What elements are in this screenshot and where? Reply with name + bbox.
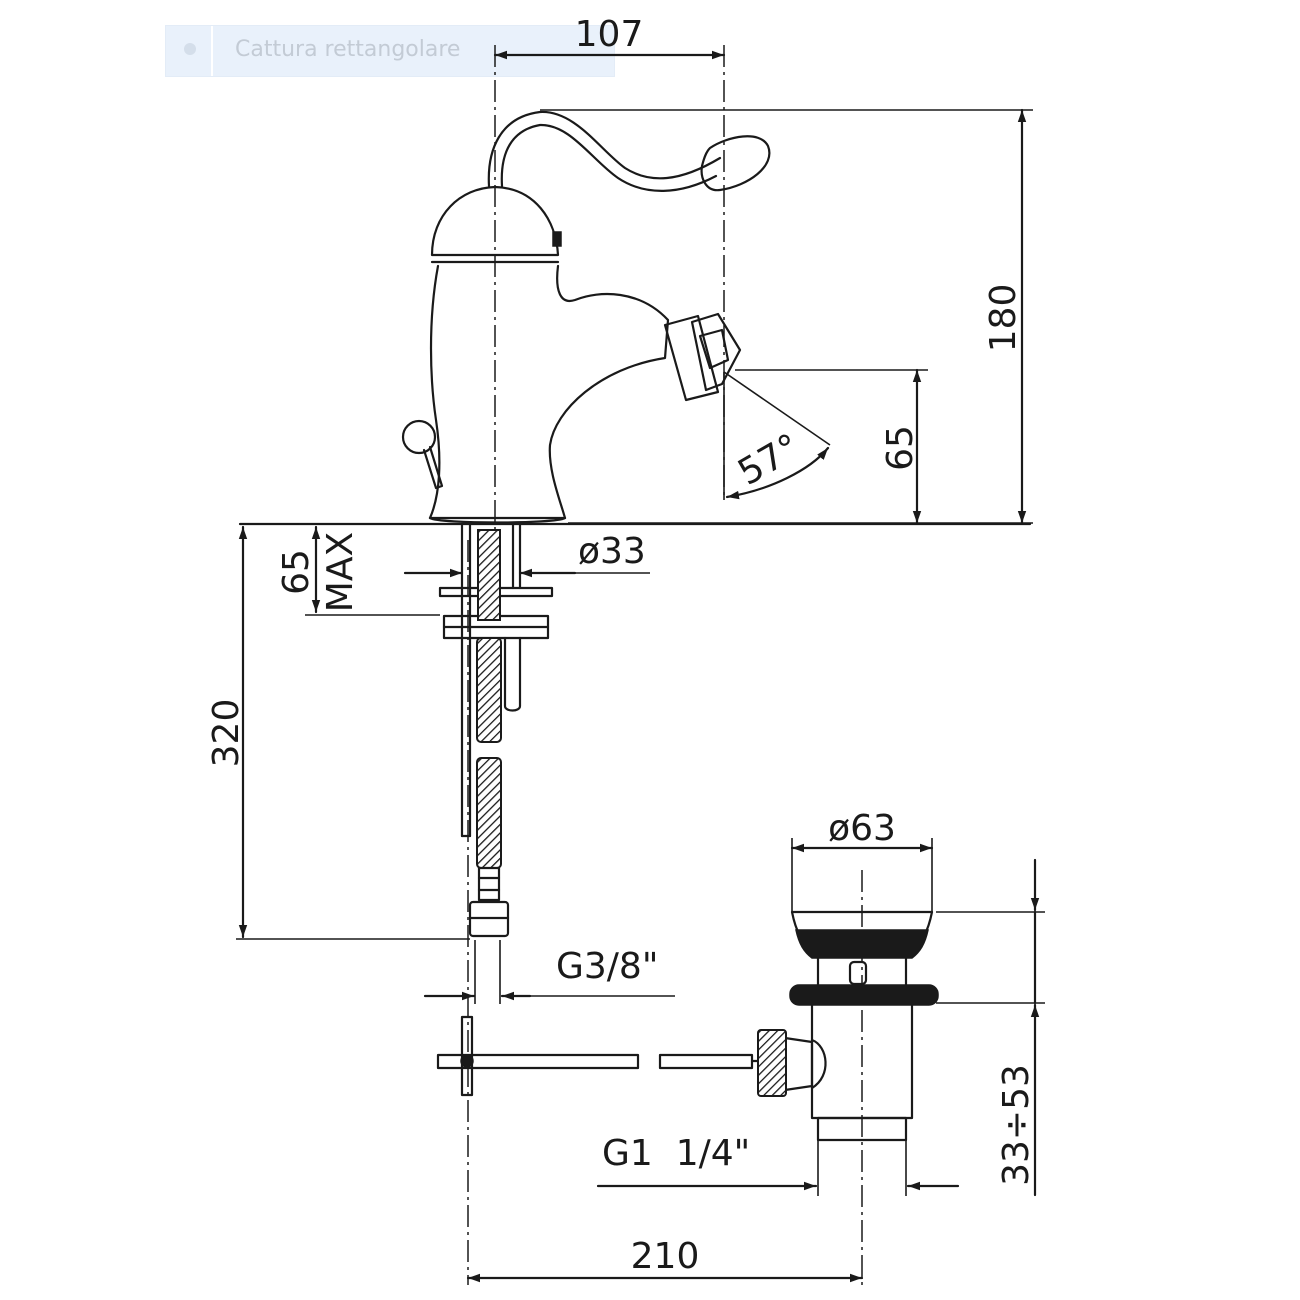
shank-assembly [438, 522, 554, 938]
toolbar-divider [211, 26, 213, 76]
dimension-drain-thread: G1 1/4" [596, 1133, 960, 1196]
label-hole-diameter: ø33 [578, 531, 646, 572]
dimension-deck-max: 65 MAX [276, 525, 440, 616]
dimension-drain-diameter: ø63 [790, 808, 934, 912]
label-spray-angle: 57° [731, 426, 807, 493]
label-drain-thread: G1 1/4" [602, 1133, 750, 1174]
label-top-width: 107 [575, 14, 644, 55]
dimension-spray-angle: 57° [723, 371, 831, 500]
label-deck-max: 65 [276, 549, 317, 595]
drain-assembly [757, 910, 939, 1142]
capture-icon [184, 43, 196, 55]
dimension-hole-diameter: ø33 [403, 531, 650, 578]
dimension-hose-thread: G3/8" [423, 940, 675, 1004]
label-hose-length: 320 [206, 699, 247, 768]
dimension-drain-range: 33÷53 [936, 858, 1045, 1197]
center-lines [467, 45, 863, 1285]
dimension-rod-length: 210 [466, 1236, 864, 1283]
label-total-height: 180 [983, 284, 1024, 353]
label-rod-length: 210 [631, 1236, 700, 1277]
capture-mode-label: Cattura rettangolare [235, 37, 461, 62]
dimension-top-width: 107 [493, 14, 726, 60]
label-deck-max-suffix: MAX [320, 532, 361, 612]
dimension-spout-height: 65 [735, 368, 928, 525]
faucet-body [401, 110, 771, 524]
label-drain-diameter: ø63 [828, 808, 896, 849]
dimension-total-height: 180 [540, 108, 1033, 525]
dimension-hose-length: 320 [206, 525, 470, 940]
label-hose-thread: G3/8" [556, 946, 658, 987]
label-drain-range: 33÷53 [996, 1064, 1037, 1186]
label-spout-height: 65 [880, 425, 921, 471]
popup-rod [436, 1015, 759, 1097]
